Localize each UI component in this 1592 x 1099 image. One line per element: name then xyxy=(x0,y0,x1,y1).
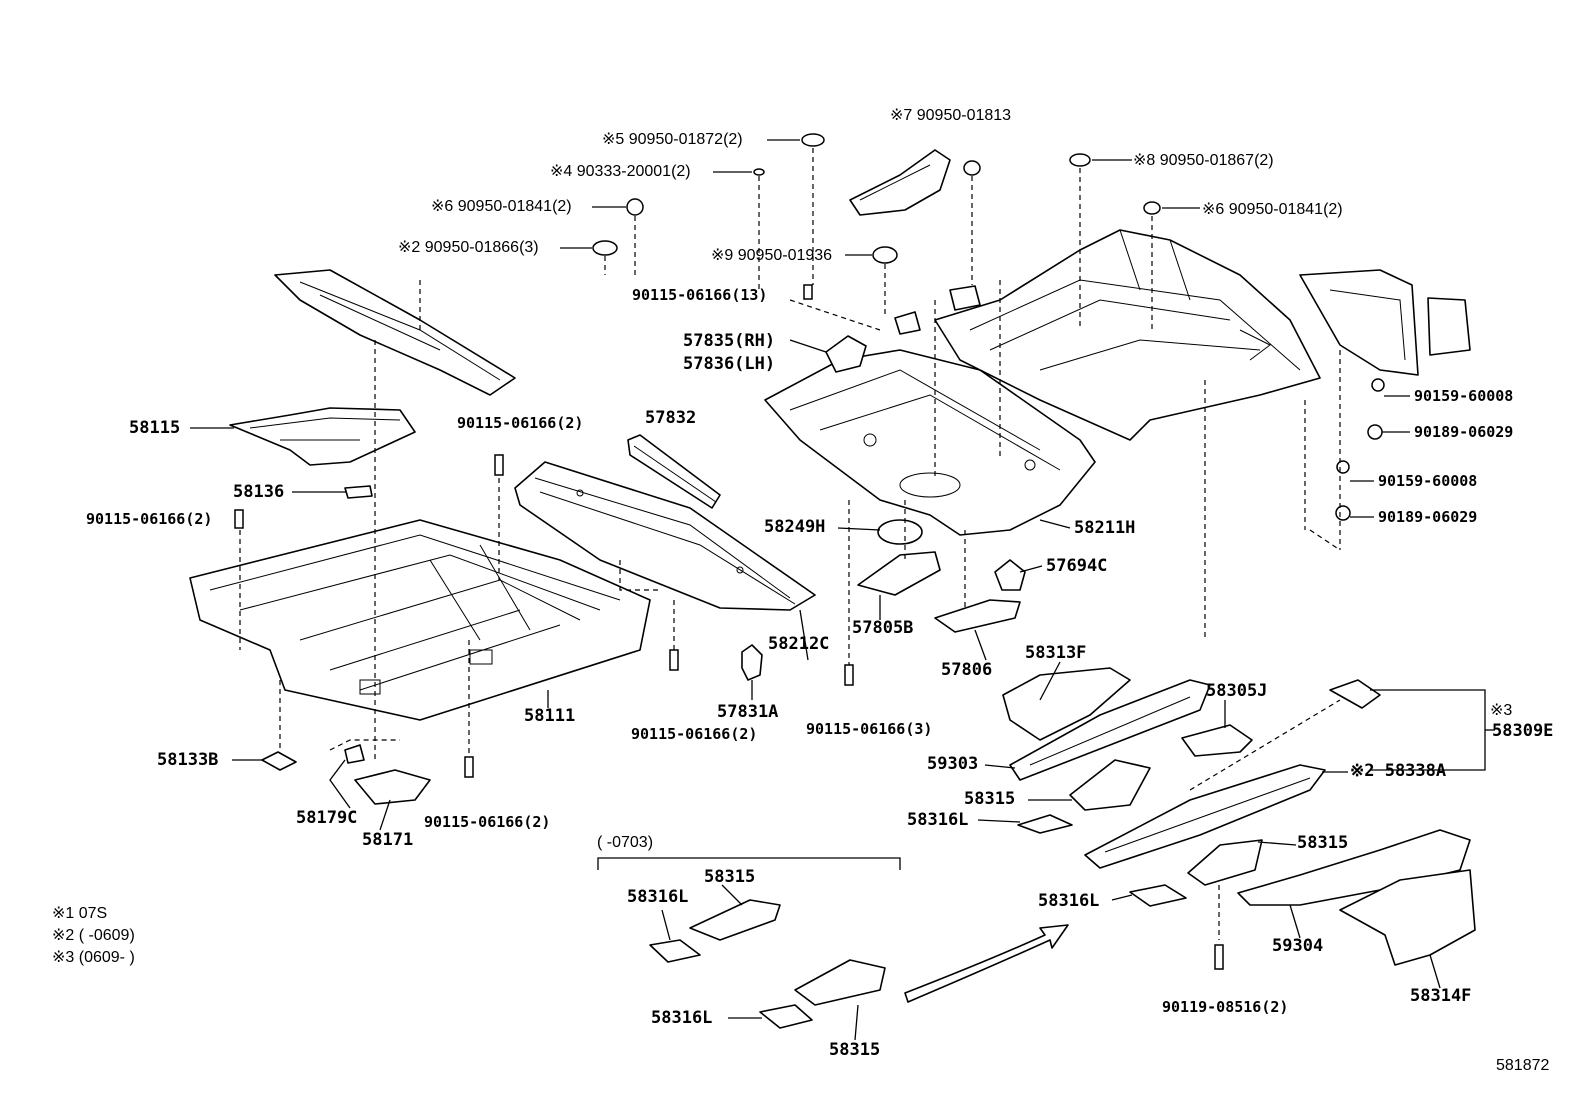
note-1: ※1 07S xyxy=(52,905,108,922)
plate-58315-lower xyxy=(1187,839,1263,886)
label-bolt-90119: 90119-08516(2) xyxy=(1162,998,1289,1016)
bracket-mid-2 xyxy=(949,285,981,311)
crossmember-58212c xyxy=(514,461,816,611)
side-rail-upper xyxy=(274,269,516,396)
leader-lines xyxy=(190,139,1495,1041)
label-n2: ※2 90950-01866(3) xyxy=(398,239,539,256)
label-n7: ※7 90950-01813 xyxy=(890,107,1012,124)
panel-58115 xyxy=(229,407,416,466)
bracket-58133b xyxy=(261,751,297,771)
label-58212c: 58212C xyxy=(768,634,830,654)
label-range-bracket: ( -0703) xyxy=(597,834,654,851)
label-58133b: 58133B xyxy=(157,750,219,770)
clip-58316l-upper xyxy=(1017,814,1073,834)
clip-58316l-group-a xyxy=(649,939,701,963)
figure-number: 581872 xyxy=(1496,1057,1550,1074)
note-2: ※2 ( -0609) xyxy=(52,927,135,944)
label-57805b: 57805B xyxy=(852,618,914,638)
clip-58316l-lower xyxy=(1129,884,1187,907)
label-bolt2d: 90115-06166(2) xyxy=(424,813,551,831)
bracket-58136 xyxy=(344,485,373,499)
member-59304 xyxy=(1237,829,1471,906)
bracket-58179c xyxy=(344,744,365,764)
label-57832: 57832 xyxy=(645,408,697,428)
label-59304: 59304 xyxy=(1272,936,1324,956)
label-bolt3: 90115-06166(3) xyxy=(806,720,933,738)
reinforcement-57832 xyxy=(627,434,721,509)
center-floor-58211h xyxy=(764,349,1096,536)
label-group-58316a: 58316L xyxy=(627,887,689,907)
label-58115: 58115 xyxy=(129,418,181,438)
floor-pan-58111 xyxy=(189,519,651,721)
label-clip-1: 90159-60008 xyxy=(1414,387,1514,405)
label-58171: 58171 xyxy=(362,830,414,850)
label-58136: 58136 xyxy=(233,482,285,502)
label-n6a: ※6 90950-01841(2) xyxy=(431,198,572,215)
label-58211h: 58211H xyxy=(1074,518,1136,538)
note-3: ※3 (0609- ) xyxy=(52,949,135,966)
label-clip-2: 90189-06029 xyxy=(1414,423,1514,441)
label-n5: ※5 90950-01872(2) xyxy=(602,131,743,148)
plate-57806 xyxy=(934,599,1021,633)
label-57806: 57806 xyxy=(941,660,993,680)
cap-58249h xyxy=(877,519,923,545)
plate-58171 xyxy=(354,769,431,805)
label-group-58315a: 58315 xyxy=(704,867,756,887)
label-58313f: 58313F xyxy=(1025,643,1087,663)
plate-58315-upper xyxy=(1069,759,1151,811)
label-58309e: 58309E xyxy=(1492,721,1554,741)
plate-58305j xyxy=(1181,724,1253,757)
member-58313f xyxy=(1002,667,1131,741)
label-group-58316b: 58316L xyxy=(651,1008,713,1028)
label-mark3: ※3 xyxy=(1490,702,1513,719)
label-clip-3: 90159-60008 xyxy=(1378,472,1478,490)
member-58338a xyxy=(1084,764,1326,869)
plate-58315-group-b xyxy=(794,959,886,1006)
label-58315-lower: 58315 xyxy=(1297,833,1349,853)
rear-floor-pan xyxy=(934,229,1321,441)
label-57835: 57835(RH) xyxy=(683,331,776,351)
label-bolt2b: 90115-06166(2) xyxy=(86,510,213,528)
bracket-57835 xyxy=(825,335,867,373)
plate-57805b xyxy=(857,551,941,596)
label-n4: ※4 90333-20001(2) xyxy=(550,163,691,180)
label-clip-4: 90189-06029 xyxy=(1378,508,1478,526)
bracket-58309e xyxy=(1329,679,1381,709)
label-58111: 58111 xyxy=(524,706,576,726)
plate-58315-group-a xyxy=(689,899,781,941)
label-58179c: 58179C xyxy=(296,808,358,828)
label-58316l-lower: 58316L xyxy=(1038,891,1100,911)
bracket-top-left xyxy=(849,149,951,216)
direction-arrow xyxy=(904,924,1069,1003)
alignment-lines xyxy=(239,148,1341,940)
member-59303 xyxy=(1009,679,1211,781)
label-n9: ※9 90950-01936 xyxy=(711,247,833,264)
label-58249h: 58249H xyxy=(764,517,826,537)
label-bolt2a: 90115-06166(2) xyxy=(457,414,584,432)
bracket-57694c xyxy=(994,559,1026,591)
label-57831a: 57831A xyxy=(717,702,779,722)
bracket-mid-1 xyxy=(894,311,921,335)
rear-side-panel xyxy=(1299,269,1471,376)
bracket-58314f xyxy=(1339,869,1476,966)
label-b13: 90115-06166(13) xyxy=(632,286,768,304)
label-58315-upper: 58315 xyxy=(964,789,1016,809)
label-57694c: 57694C xyxy=(1046,556,1108,576)
clip-58316l-group-b xyxy=(759,1004,813,1029)
label-57836: 57836(LH) xyxy=(683,354,776,374)
label-n8: ※8 90950-01867(2) xyxy=(1133,152,1274,169)
bracket-57831a xyxy=(741,644,763,681)
label-58338a: ※2 58338A xyxy=(1350,761,1447,781)
label-58314f: 58314F xyxy=(1410,986,1472,1006)
label-58316l-upper: 58316L xyxy=(907,810,969,830)
label-n6b: ※6 90950-01841(2) xyxy=(1202,201,1343,218)
label-group-58315b: 58315 xyxy=(829,1040,881,1060)
label-bolt2c: 90115-06166(2) xyxy=(631,725,758,743)
label-59303: 59303 xyxy=(927,754,979,774)
label-58305j: 58305J xyxy=(1206,681,1268,701)
